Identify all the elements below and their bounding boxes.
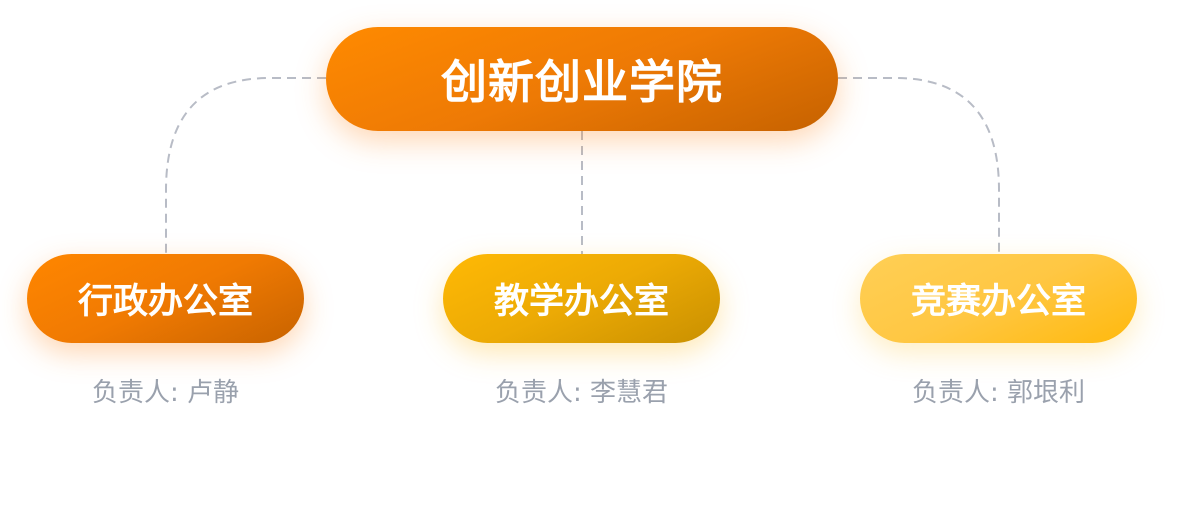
root-node: 创新创业学院 bbox=[326, 27, 838, 131]
leader-label: 负责人: 李慧君 bbox=[443, 372, 720, 409]
leader-prefix: 负责人: bbox=[91, 378, 179, 408]
leader-prefix: 负责人: bbox=[494, 378, 582, 408]
leader-name: 郭垠利 bbox=[1007, 378, 1086, 408]
dept-node-competition: 竞赛办公室 bbox=[860, 254, 1137, 343]
dept-name: 教学办公室 bbox=[493, 282, 669, 322]
leader-name: 卢静 bbox=[187, 378, 240, 408]
leader-label: 负责人: 卢静 bbox=[27, 372, 304, 409]
connector-left bbox=[165, 77, 326, 254]
leader-prefix: 负责人: bbox=[911, 378, 999, 408]
dept-name: 竞赛办公室 bbox=[910, 282, 1086, 322]
connector-right bbox=[838, 77, 1000, 254]
leader-label: 负责人: 郭垠利 bbox=[860, 372, 1137, 409]
leader-name: 李慧君 bbox=[590, 378, 669, 408]
root-title: 创新创业学院 bbox=[441, 55, 723, 109]
dept-node-admin: 行政办公室 bbox=[27, 254, 304, 343]
dept-name: 行政办公室 bbox=[77, 282, 253, 322]
dept-node-teaching: 教学办公室 bbox=[443, 254, 720, 343]
